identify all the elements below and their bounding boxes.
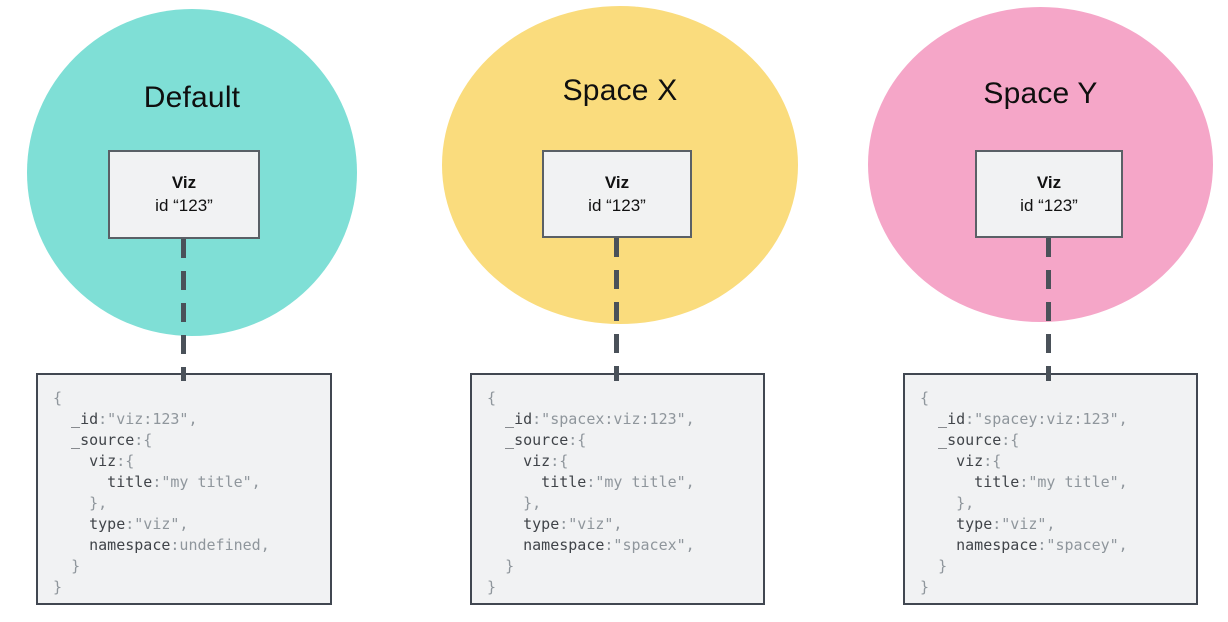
code-line: } <box>505 557 515 575</box>
connector-dashed-line <box>614 238 619 381</box>
viz-id: id “123” <box>155 196 213 215</box>
code-line: }, <box>89 494 108 512</box>
viz-label: Viz <box>604 172 630 192</box>
code-line: }, <box>956 494 975 512</box>
code-line: { <box>920 389 930 407</box>
connector-dashed-line <box>181 239 186 381</box>
code-line: viz:{ <box>920 452 1002 470</box>
viz-node: Viz id “123” <box>542 150 692 238</box>
code-line: type:"viz", <box>920 515 1056 533</box>
code-line: title:"my title", <box>487 473 695 491</box>
viz-id: id “123” <box>1020 195 1078 215</box>
code-line: _source:{ <box>920 431 1020 449</box>
code-line: type:"viz", <box>53 515 189 533</box>
space-title: Space X <box>562 74 678 107</box>
code-line: title:"my title", <box>53 473 261 491</box>
saved-object-json-spacex: { _id:"spacex:viz:123", _source:{ viz:{ … <box>470 373 765 605</box>
saved-object-json-spacey: { _id:"spacey:viz:123", _source:{ viz:{ … <box>903 373 1198 605</box>
saved-object-json-default: { _id:"viz:123", _source:{ viz:{ title:"… <box>36 373 332 605</box>
code-line: viz:{ <box>487 452 569 470</box>
viz-node: Viz id “123” <box>108 150 260 239</box>
code-line: viz:{ <box>53 452 135 470</box>
code-line: namespace:"spacey", <box>920 536 1128 554</box>
viz-node: Viz id “123” <box>975 150 1123 238</box>
code-line: { <box>487 389 497 407</box>
connector-dashed-line <box>1046 238 1051 381</box>
code-line: } <box>487 578 497 596</box>
code-line: _id:"spacex:viz:123", <box>487 410 695 428</box>
code-line: type:"viz", <box>487 515 623 533</box>
code-line: _id:"viz:123", <box>53 410 198 428</box>
space-title: Space Y <box>983 77 1098 110</box>
code-line: } <box>920 578 930 596</box>
viz-id: id “123” <box>588 195 646 215</box>
code-line: }, <box>523 494 542 512</box>
code-line: } <box>53 578 63 596</box>
code-line: _source:{ <box>53 431 153 449</box>
space-circle-x: Space X <box>442 6 798 324</box>
code-line: title:"my title", <box>920 473 1128 491</box>
code-line: namespace:"spacex", <box>487 536 695 554</box>
code-line: { <box>53 389 63 407</box>
viz-label: Viz <box>1036 172 1062 192</box>
code-line: _source:{ <box>487 431 587 449</box>
space-title: Default <box>143 81 241 114</box>
code-line: namespace:undefined, <box>53 536 270 554</box>
code-line: } <box>71 557 81 575</box>
code-line: } <box>938 557 948 575</box>
code-line: _id:"spacey:viz:123", <box>920 410 1128 428</box>
viz-label: Viz <box>171 173 197 192</box>
